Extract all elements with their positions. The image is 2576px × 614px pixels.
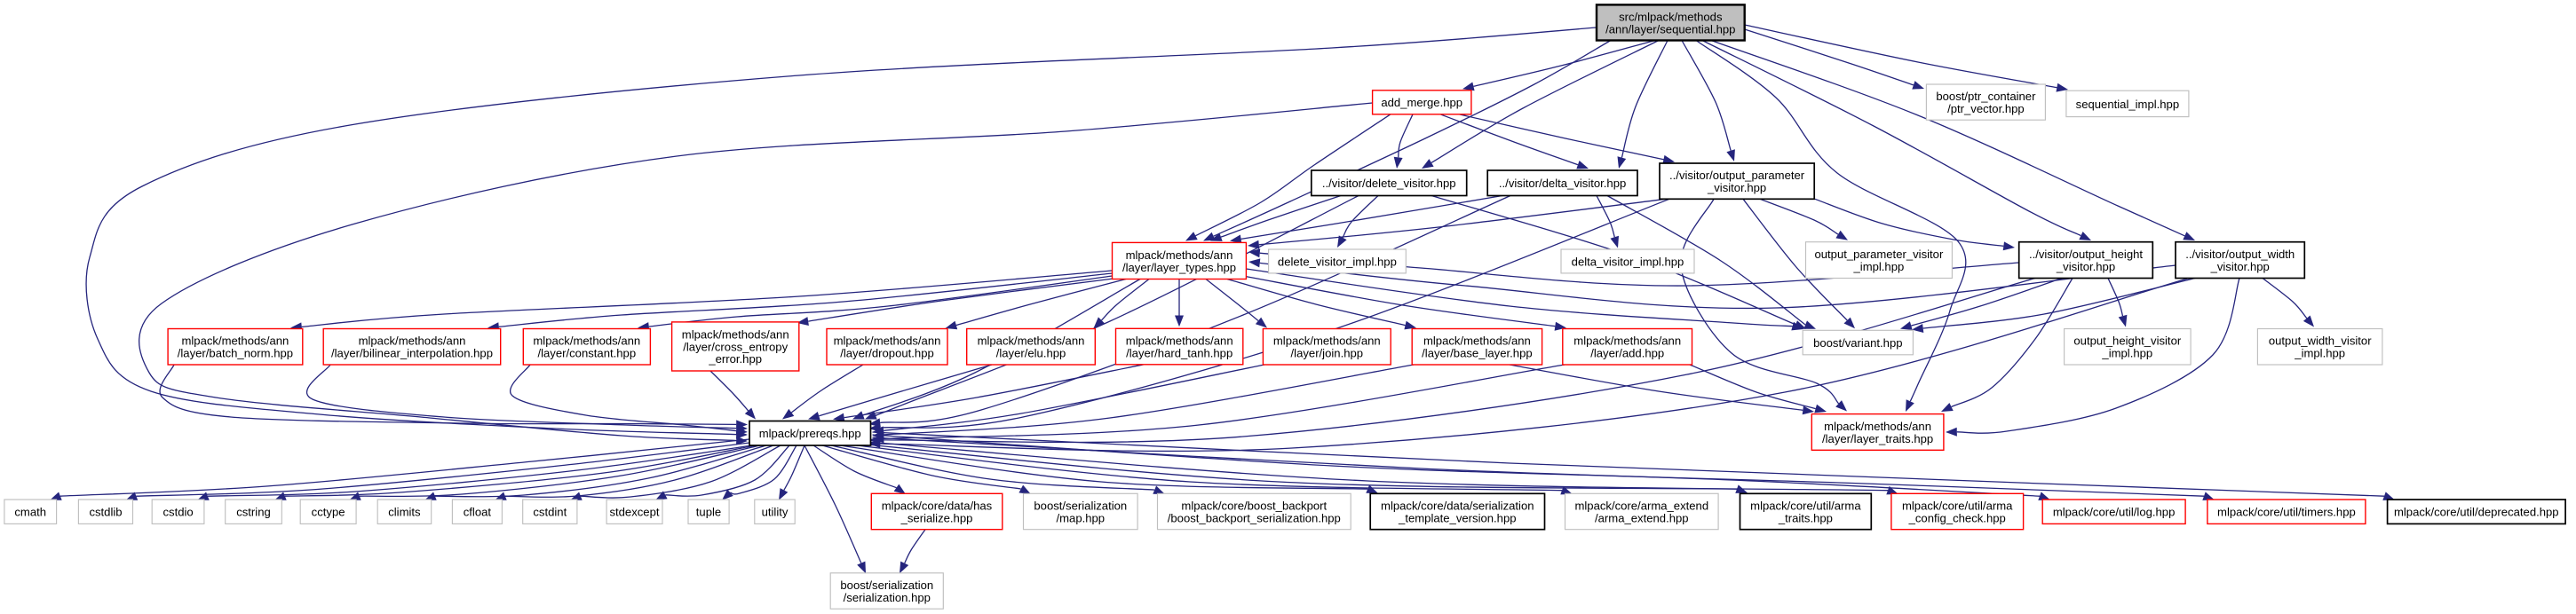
svg-text:_impl.hpp: _impl.hpp: [1853, 260, 1905, 273]
svg-text:_template_version.hpp: _template_version.hpp: [1398, 511, 1516, 524]
svg-text:mlpack/core/boost_backport: mlpack/core/boost_backport: [1181, 499, 1327, 512]
svg-text:mlpack/methods/ann: mlpack/methods/ann: [834, 335, 941, 348]
svg-text:/layer/elu.hpp: /layer/elu.hpp: [996, 347, 1066, 360]
svg-text:/layer/bilinear_interpolation.: /layer/bilinear_interpolation.hpp: [331, 347, 493, 360]
svg-text:cstdlib: cstdlib: [89, 506, 122, 519]
svg-text:tuple: tuple: [696, 506, 721, 519]
svg-text:_traits.hpp: _traits.hpp: [1778, 511, 1833, 524]
svg-text:cmath: cmath: [14, 506, 46, 519]
svg-text:mlpack/core/data/serialization: mlpack/core/data/serialization: [1381, 499, 1534, 512]
svg-text:_error.hpp: _error.hpp: [708, 352, 762, 366]
svg-text:boost/variant.hpp: boost/variant.hpp: [1813, 336, 1902, 350]
svg-text:src/mlpack/methods: src/mlpack/methods: [1619, 10, 1723, 23]
svg-text:mlpack/methods/ann: mlpack/methods/ann: [533, 335, 640, 348]
svg-text:/ann/layer/sequential.hpp: /ann/layer/sequential.hpp: [1605, 22, 1735, 35]
svg-text:_impl.hpp: _impl.hpp: [2101, 347, 2152, 360]
svg-text:mlpack/methods/ann: mlpack/methods/ann: [181, 335, 289, 348]
svg-text:mlpack/methods/ann: mlpack/methods/ann: [359, 335, 466, 348]
svg-text:mlpack/methods/ann: mlpack/methods/ann: [1126, 248, 1233, 262]
svg-text:mlpack/prereqs.hpp: mlpack/prereqs.hpp: [759, 427, 861, 440]
svg-text:/serialization.hpp: /serialization.hpp: [844, 591, 931, 604]
svg-text:utility: utility: [762, 506, 789, 519]
svg-text:sequential_impl.hpp: sequential_impl.hpp: [2076, 98, 2179, 111]
svg-text:output_parameter_visitor: output_parameter_visitor: [1814, 248, 1943, 261]
svg-text:/layer/hard_tanh.hpp: /layer/hard_tanh.hpp: [1126, 346, 1233, 359]
svg-text:/boost_backport_serialization.: /boost_backport_serialization.hpp: [1168, 511, 1341, 524]
svg-text:output_width_visitor: output_width_visitor: [2269, 335, 2372, 348]
svg-text:add_merge.hpp: add_merge.hpp: [1381, 96, 1462, 109]
svg-text:_visitor.hpp: _visitor.hpp: [2056, 260, 2115, 273]
svg-text:output_height_visitor: output_height_visitor: [2073, 335, 2181, 348]
svg-text:/layer/base_layer.hpp: /layer/base_layer.hpp: [1422, 347, 1532, 360]
svg-text:boost/serialization: boost/serialization: [1034, 499, 1127, 512]
svg-text:/layer/add.hpp: /layer/add.hpp: [1590, 347, 1664, 360]
svg-text:../visitor/output_parameter: ../visitor/output_parameter: [1669, 169, 1805, 182]
svg-text:/map.hpp: /map.hpp: [1057, 511, 1106, 524]
svg-text:cstdint: cstdint: [533, 506, 567, 519]
svg-text:/layer/join.hpp: /layer/join.hpp: [1291, 347, 1364, 360]
svg-text:_visitor.hpp: _visitor.hpp: [1707, 181, 1766, 194]
svg-text:mlpack/core/util/arma: mlpack/core/util/arma: [1750, 499, 1861, 512]
svg-text:cctype: cctype: [312, 506, 345, 519]
svg-text:mlpack/methods/ann: mlpack/methods/ann: [1573, 335, 1681, 348]
svg-text:mlpack/core/util/log.hpp: mlpack/core/util/log.hpp: [2053, 506, 2176, 519]
svg-text:mlpack/methods/ann: mlpack/methods/ann: [682, 327, 789, 341]
svg-text:mlpack/core/data/has: mlpack/core/data/has: [882, 499, 993, 512]
svg-text:stdexcept: stdexcept: [609, 506, 659, 519]
svg-text:delta_visitor_impl.hpp: delta_visitor_impl.hpp: [1572, 255, 1684, 268]
svg-text:/layer/constant.hpp: /layer/constant.hpp: [537, 347, 636, 360]
svg-text:_serialize.hpp: _serialize.hpp: [900, 511, 973, 524]
svg-text:mlpack/methods/ann: mlpack/methods/ann: [1126, 335, 1233, 348]
svg-text:../visitor/output_width: ../visitor/output_width: [2185, 248, 2295, 261]
svg-text:climits: climits: [388, 506, 421, 519]
svg-text:_config_check.hpp: _config_check.hpp: [1908, 511, 2006, 524]
svg-text:/layer/batch_norm.hpp: /layer/batch_norm.hpp: [178, 347, 293, 360]
svg-text:delete_visitor_impl.hpp: delete_visitor_impl.hpp: [1278, 255, 1397, 268]
svg-text:/layer/layer_types.hpp: /layer/layer_types.hpp: [1122, 261, 1236, 274]
svg-text:mlpack/core/util/arma: mlpack/core/util/arma: [1902, 499, 2013, 512]
svg-text:boost/serialization: boost/serialization: [840, 579, 933, 592]
svg-text:_impl.hpp: _impl.hpp: [2294, 347, 2345, 360]
svg-text:/ptr_vector.hpp: /ptr_vector.hpp: [1947, 102, 2025, 115]
svg-text:/arma_extend.hpp: /arma_extend.hpp: [1595, 511, 1689, 524]
svg-text:mlpack/core/util/deprecated.hp: mlpack/core/util/deprecated.hpp: [2394, 506, 2559, 519]
svg-text:../visitor/delete_visitor.hpp: ../visitor/delete_visitor.hpp: [1322, 177, 1456, 190]
svg-text:boost/ptr_container: boost/ptr_container: [1936, 90, 2036, 103]
svg-text:cstdio: cstdio: [162, 506, 193, 519]
svg-text:mlpack/core/arma_extend: mlpack/core/arma_extend: [1574, 499, 1708, 512]
svg-text:../visitor/delta_visitor.hpp: ../visitor/delta_visitor.hpp: [1499, 177, 1626, 190]
svg-text:_visitor.hpp: _visitor.hpp: [2210, 260, 2270, 273]
svg-text:../visitor/output_height: ../visitor/output_height: [2029, 248, 2143, 261]
svg-text:cstring: cstring: [236, 506, 271, 519]
svg-text:mlpack/methods/ann: mlpack/methods/ann: [1273, 335, 1381, 348]
svg-text:mlpack/methods/ann: mlpack/methods/ann: [978, 335, 1085, 348]
svg-text:/layer/layer_traits.hpp: /layer/layer_traits.hpp: [1822, 432, 1933, 445]
svg-text:mlpack/methods/ann: mlpack/methods/ann: [1423, 335, 1531, 348]
svg-text:mlpack/methods/ann: mlpack/methods/ann: [1824, 420, 1931, 433]
svg-text:/layer/cross_entropy: /layer/cross_entropy: [683, 340, 788, 353]
svg-text:mlpack/core/util/timers.hpp: mlpack/core/util/timers.hpp: [2217, 506, 2356, 519]
svg-text:cfloat: cfloat: [464, 506, 492, 519]
svg-text:/layer/dropout.hpp: /layer/dropout.hpp: [840, 347, 934, 360]
